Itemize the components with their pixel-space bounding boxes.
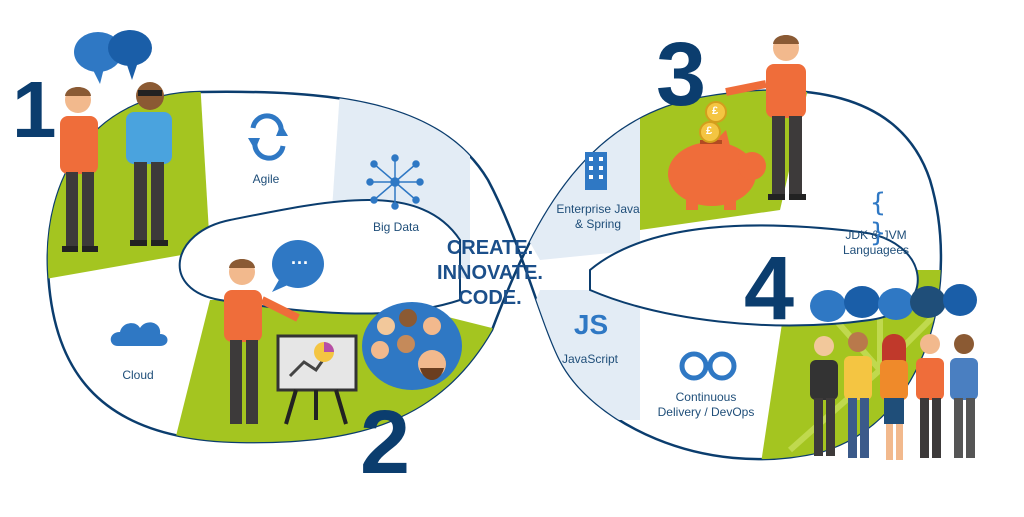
speech-dots-icon: ...: [290, 248, 309, 268]
person-1: [60, 87, 98, 252]
step-number-2: 2: [360, 393, 411, 493]
slogan-line-create: CREATE.: [446, 237, 534, 259]
cloud-icon: [110, 322, 168, 346]
audience-faces: [362, 302, 462, 390]
slogan-line-code: CODE.: [458, 287, 522, 309]
label-agile: Agile: [252, 172, 280, 186]
team-speech-bubbles: [810, 284, 977, 322]
label-enterprise-java: Enterprise Java & Spring: [556, 202, 640, 231]
label-javascript: JavaScript: [561, 352, 619, 366]
big-data-icon: [366, 154, 424, 210]
label-big-data: Big Data: [372, 220, 420, 234]
step-number-4: 4: [744, 239, 795, 339]
step-number-1: 1: [12, 65, 57, 154]
pound-coin-icon: £: [706, 125, 713, 137]
presenter: [224, 259, 300, 424]
piggy-bank: [668, 101, 766, 210]
agile-icon: [248, 113, 288, 161]
person-2: [126, 82, 172, 246]
step-number-3: 3: [656, 25, 707, 125]
person-3: [725, 35, 806, 200]
speech-bubble-presenter: [272, 240, 324, 288]
pound-coin-icon-2: £: [712, 105, 719, 117]
label-cloud: Cloud: [122, 368, 154, 382]
label-devops: Continuous Delivery / DevOps: [657, 390, 755, 419]
devops-icon: [679, 351, 737, 381]
slogan-line-innovate: INNOVATE.: [437, 262, 543, 284]
building-icon: [585, 152, 607, 190]
speech-bubble-1b: [108, 30, 152, 66]
label-jdk-jvm: JDK & JVM Languagees: [842, 228, 910, 257]
presentation-easel: [276, 334, 358, 425]
team-people: [810, 332, 978, 460]
javascript-icon: JS: [573, 309, 609, 340]
center-slogan: CREATE. INNOVATE. CODE.: [430, 236, 550, 311]
code-braces-icon: { }: [870, 188, 886, 248]
